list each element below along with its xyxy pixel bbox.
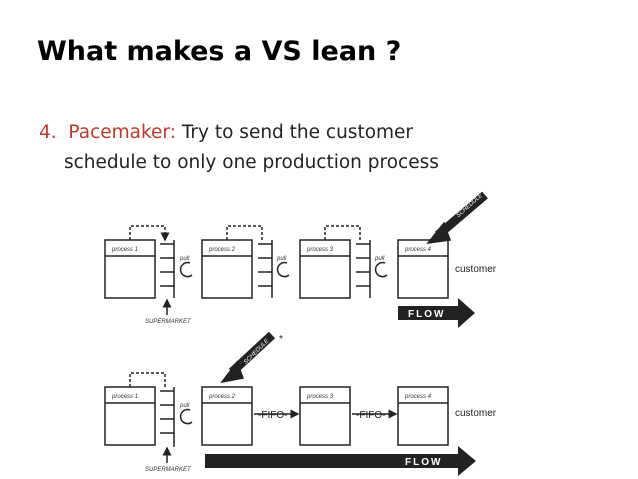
bottom-schedule-label: SCHEDULE [243, 338, 271, 366]
bottom-process-box-4 [397, 386, 449, 446]
top-supermarket-2 [258, 240, 273, 298]
top-pull-label-2: pull [276, 256, 287, 262]
top-supermarket-label: SUPERMARKET [145, 319, 192, 325]
top-pull-label-3: pull [374, 256, 385, 262]
top-process-box-4 [397, 239, 449, 299]
bottom-process-label-4: process 4 [404, 394, 432, 400]
top-customer-label: customer [455, 264, 497, 275]
bottom-supermarket [160, 387, 175, 447]
bottom-process-label-2: process 2 [208, 394, 236, 400]
top-supermarket-3 [356, 240, 371, 298]
top-process-label-2: process 2 [208, 247, 236, 253]
bottom-process-box-2 [201, 386, 253, 446]
bottom-asterisk: * [279, 334, 283, 345]
top-process-label-4: process 4 [404, 247, 432, 253]
bullet-text-line1: Try to send the customer [175, 122, 414, 143]
bullet-text-line2: schedule to only one production process [64, 152, 439, 173]
bullet-number: 4. [39, 122, 57, 143]
bottom-fifo-label-2: -FIFO- [356, 410, 385, 421]
top-process-label-1: process 1 [111, 247, 138, 253]
bullet-keyword: Pacemaker: [68, 122, 176, 143]
bottom-process-box-3 [299, 386, 351, 446]
top-flow-label: FLOW [408, 309, 445, 320]
top-pull-label-1: pull [179, 256, 190, 262]
bottom-process-label-3: process 3 [306, 394, 334, 400]
bottom-flow-label: FLOW [405, 457, 442, 468]
bottom-process-label-1: process 1 [111, 394, 138, 400]
bottom-pull-label: pull [179, 403, 190, 409]
top-flow-arrow [398, 298, 475, 328]
bottom-flow-arrow [205, 446, 476, 476]
bottom-supermarket-label: SUPERMARKET [145, 467, 192, 473]
bullet-item: 4. Pacemaker: Try to send the customer s… [39, 118, 599, 178]
top-supermarket-1 [160, 240, 175, 298]
bottom-fifo-label-1: -FIFO- [258, 410, 287, 421]
bottom-diagram [104, 331, 449, 463]
top-process-label-3: process 3 [306, 247, 334, 253]
bottom-customer-label: customer [455, 408, 497, 419]
top-schedule-label: SCHEDULE [456, 192, 485, 219]
slide-title: What makes a VS lean ? [37, 36, 402, 67]
top-diagram [104, 191, 488, 315]
